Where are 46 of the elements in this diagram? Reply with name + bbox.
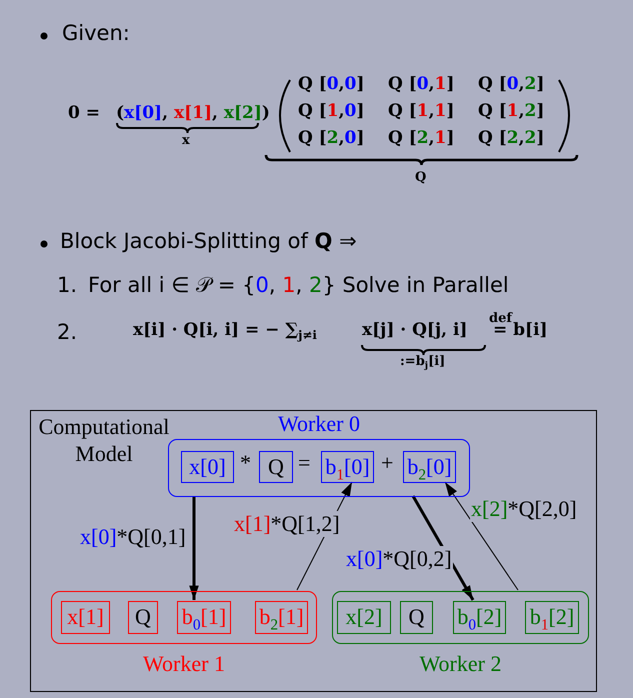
list-number: 2.: [57, 320, 78, 344]
formula-text: def: [489, 311, 512, 326]
variable-box: b$_{1}$[0]: [321, 451, 374, 483]
matrix-entry: Q [0,1]: [388, 74, 454, 94]
formula-text: x[j] · Q[j, i]: [362, 320, 468, 340]
arrow: [444, 482, 518, 590]
brace-label: :=b$_{j}$[i]: [400, 354, 446, 369]
bullet-text: Given:: [62, 21, 130, 45]
list-text: For all i ∈ 𝒫 = {0, 1, 2} Solve in Parallel: [88, 273, 509, 297]
operator-symbol: =: [298, 450, 310, 476]
matrix-entry: Q [2,0]: [298, 128, 364, 148]
operator-symbol: +: [381, 450, 394, 476]
variable-box: b$_{0}$[2]: [453, 601, 506, 634]
operator-symbol: *: [240, 450, 251, 476]
matrix-entry: Q [1,2]: [478, 101, 544, 121]
equation-text: 0 =: [68, 103, 100, 123]
vector-text: (x[0], x[1], x[2]): [116, 103, 270, 123]
group-title: Worker 0: [277, 411, 361, 437]
brace-label: x: [182, 133, 190, 148]
matrix-entry: Q [2,2]: [478, 128, 544, 148]
variable-box: x[0]: [181, 451, 234, 483]
matrix-entry: Q [0,0]: [298, 74, 364, 94]
variable-box: Q: [400, 601, 433, 634]
group-title: Worker 2: [418, 651, 502, 677]
variable-box: b$_{2}$[0]: [403, 451, 456, 483]
edge-label: x[1]*Q[1,2]: [233, 511, 341, 537]
brace-label: Q: [415, 170, 426, 185]
variable-box: Q: [128, 601, 158, 634]
bullet-text: Block Jacobi-Splitting of Q ⇒: [60, 229, 357, 253]
formula-text: x[i] · Q[i, i] = − ∑$_{j≠i}$: [133, 320, 317, 340]
variable-box: b$_{0}$[1]: [177, 601, 231, 634]
matrix-entry: Q [0,2]: [478, 74, 544, 94]
edge-label: x[0]*Q[0,2]: [345, 546, 453, 572]
variable-box: b$_{2}$[1]: [255, 601, 308, 634]
matrix-entry: Q [1,1]: [388, 101, 454, 121]
arrow: [189, 496, 199, 600]
group-title: Worker 1: [142, 651, 226, 677]
variable-box: b$_{1}$[2]: [525, 601, 579, 634]
matrix-entry: Q [2,1]: [388, 128, 454, 148]
variable-box: x[2]: [337, 601, 391, 634]
frame-box: [30, 410, 597, 692]
variable-box: x[1]: [61, 601, 110, 634]
variable-box: Q: [259, 451, 293, 483]
frame-title: Computational Model: [38, 413, 170, 467]
matrix-entry: Q [1,0]: [298, 101, 364, 121]
list-number: 1.: [57, 273, 78, 297]
